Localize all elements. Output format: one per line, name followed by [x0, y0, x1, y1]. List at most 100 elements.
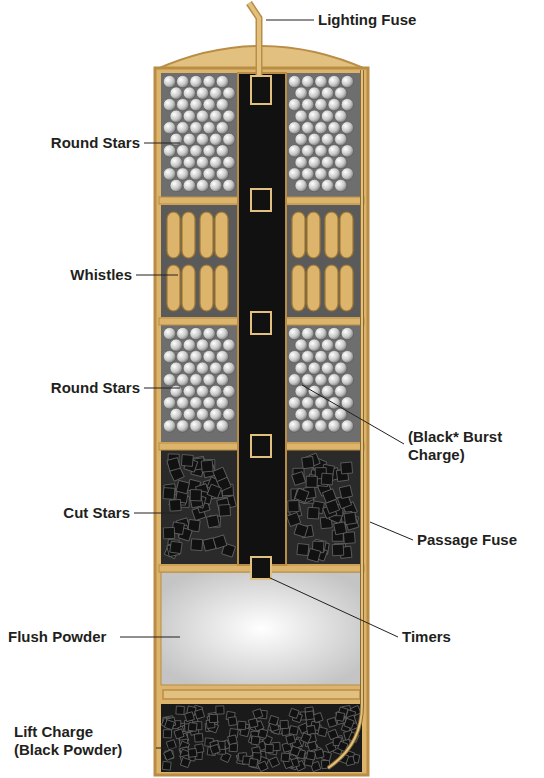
cut-star: [287, 512, 301, 526]
round-star: [335, 385, 347, 397]
round-star: [163, 420, 175, 432]
round-star: [203, 351, 215, 363]
round-star: [183, 385, 195, 397]
round-star: [170, 133, 182, 145]
round-star: [190, 168, 202, 180]
round-star: [328, 145, 340, 157]
whistle: [200, 212, 213, 258]
whistle: [325, 265, 338, 311]
part-label: Cut Stars: [2, 504, 130, 522]
powder-grain: [307, 741, 317, 751]
powder-grain: [281, 753, 290, 762]
round-star: [223, 385, 235, 397]
cut-star: [219, 504, 231, 516]
round-star: [183, 110, 195, 122]
round-star: [196, 408, 208, 420]
powder-grain: [237, 721, 246, 730]
round-star: [183, 408, 195, 420]
powder-grain: [306, 751, 315, 760]
round-star: [328, 327, 340, 339]
round-star: [335, 339, 347, 351]
powder-grain: [289, 726, 298, 735]
powder-grain: [249, 758, 258, 767]
part-label: Timers: [402, 628, 522, 646]
round-star: [321, 385, 333, 397]
round-star: [177, 122, 189, 134]
round-star: [341, 351, 353, 363]
round-star: [295, 339, 307, 351]
part-label: Passage Fuse: [417, 531, 539, 549]
round-star: [210, 179, 222, 191]
round-star: [163, 327, 175, 339]
round-star: [203, 327, 215, 339]
round-star: [216, 122, 228, 134]
round-star: [183, 179, 195, 191]
cut-star: [201, 460, 213, 472]
round-star: [163, 168, 175, 180]
round-star: [190, 420, 202, 432]
flush-powder: [161, 572, 362, 685]
part-label: Whistles: [2, 266, 132, 284]
round-star: [177, 420, 189, 432]
cut-star: [288, 501, 299, 512]
cut-star: [190, 490, 201, 501]
round-star: [177, 145, 189, 157]
round-star: [295, 179, 307, 191]
cut-star: [191, 539, 203, 551]
round-star: [321, 362, 333, 374]
round-star: [315, 420, 327, 432]
cut-star: [213, 467, 227, 481]
part-label: Round Stars: [10, 134, 140, 152]
round-star: [170, 156, 182, 168]
round-star: [196, 87, 208, 99]
round-star: [341, 168, 353, 180]
round-star: [288, 351, 300, 363]
round-star: [295, 408, 307, 420]
whistle: [167, 212, 180, 258]
round-star: [177, 75, 189, 87]
leader-line: [120, 20, 413, 748]
burst-charge: [238, 73, 286, 565]
round-star: [196, 362, 208, 374]
round-star: [183, 133, 195, 145]
round-star: [163, 374, 175, 386]
round-star: [163, 145, 175, 157]
cut-star: [307, 548, 321, 562]
passage-fuse: [328, 70, 362, 768]
round-star: [302, 374, 314, 386]
whistle: [167, 265, 180, 311]
powder-grain: [174, 729, 184, 739]
round-star: [341, 327, 353, 339]
powder-grain: [318, 727, 328, 737]
round-star: [190, 75, 202, 87]
whistle: [325, 212, 338, 258]
round-star: [210, 385, 222, 397]
cut-star: [206, 515, 219, 528]
powder-grain: [210, 744, 220, 754]
powder-grain: [290, 746, 300, 756]
cut-star: [341, 462, 353, 474]
round-star: [177, 397, 189, 409]
part-label: Lift Charge (Black Powder): [14, 723, 136, 759]
part-label: Lighting Fuse: [318, 11, 518, 29]
cut-star: [213, 535, 227, 549]
cut-star: [321, 473, 333, 485]
round-star: [288, 420, 300, 432]
round-star: [190, 327, 202, 339]
whistle: [340, 212, 353, 258]
round-star: [170, 385, 182, 397]
round-star: [288, 75, 300, 87]
round-star: [321, 156, 333, 168]
round-star: [170, 110, 182, 122]
round-star: [170, 362, 182, 374]
round-star: [321, 179, 333, 191]
round-star: [341, 145, 353, 157]
round-star: [335, 362, 347, 374]
round-star: [315, 351, 327, 363]
powder-grain: [164, 720, 174, 730]
round-star: [341, 75, 353, 87]
round-star: [216, 351, 228, 363]
round-star: [210, 362, 222, 374]
round-star: [196, 385, 208, 397]
round-star: [321, 110, 333, 122]
